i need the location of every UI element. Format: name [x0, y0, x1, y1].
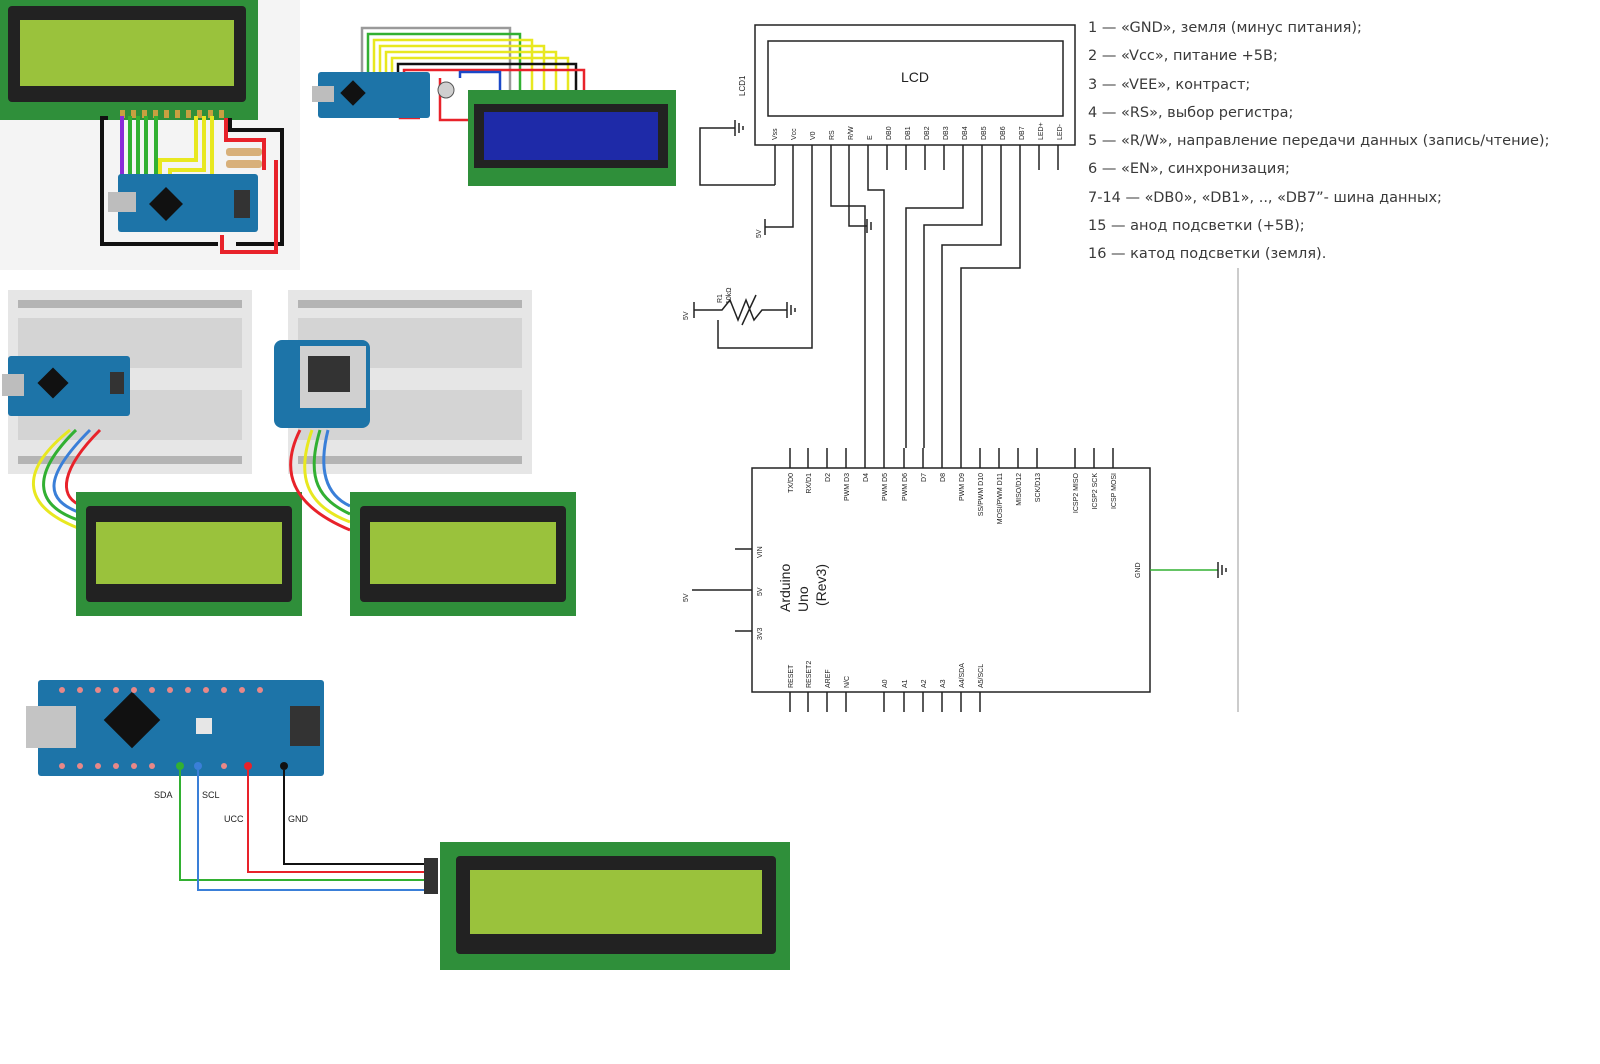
breadboard-i2c-left	[2, 290, 302, 616]
parallel-wiring-blue-lcd	[312, 26, 676, 186]
arduino-title-line-2: Uno	[795, 586, 811, 612]
lcd-pin-label: DB5	[981, 126, 988, 140]
label-scl: SCL	[202, 790, 220, 800]
arduino-bottom-pin-label: RESET	[788, 664, 795, 688]
lcd-pin-label: V0	[810, 131, 817, 140]
arduino-top-pin-label: ICSP2 SCK	[1092, 473, 1099, 510]
arduino-top-pin-labels: TX/D0 RX/D1 D2 PWM D3 D4 PWM D5 PWM D6 D7 D8 PWM …	[788, 472, 1118, 524]
arduino-top-pin-label: SCK/D13	[1035, 473, 1042, 502]
arduino-pin-gnd: GND	[1135, 562, 1142, 578]
arduino-bottom-pin-label: A2	[921, 679, 928, 688]
lcd-pin-label: DB0	[886, 126, 893, 140]
arduino-pin-5v: 5V	[757, 587, 764, 596]
arduino-top-pin-label: RX/D1	[806, 473, 813, 494]
lcd-pin-label: R/W	[848, 126, 855, 140]
label-ucc: UCC	[224, 814, 244, 824]
arduino-top-pin-label: D4	[863, 473, 870, 482]
arduino-top-pin-label: ICSP2 MISO	[1073, 472, 1080, 513]
arduino-top-pin-label: PWM D3	[844, 473, 851, 501]
arduino-top-pin-label: D7	[921, 473, 928, 482]
resistor-value: 10kΩ	[726, 287, 733, 304]
schematic	[692, 24, 1239, 712]
arduino-top-pin-label: PWM D9	[959, 473, 966, 501]
pin-description: 15 — анод подсветки (+5В);	[1088, 218, 1305, 235]
arduino-title-line-1: Arduino	[777, 564, 793, 612]
pin-description: 7-14 — «DB0», «DB1», .., «DB7”- шина дан…	[1088, 189, 1442, 206]
schematic-labels: LCD LCD1 Vss Vcc V0 RS R/W E DB0 DB1 DB2 DB3 DB4 DB…	[683, 69, 1142, 688]
arduino-top-pin-label: D8	[940, 473, 947, 482]
label-sda: SDA	[154, 790, 173, 800]
arduino-pin-vin: VIN	[757, 546, 764, 558]
lcd-ref: LCD1	[738, 75, 747, 96]
pin-description: 3 — «VEE», контраст;	[1088, 76, 1251, 93]
supply-label-arduino: 5V	[683, 593, 690, 602]
arduino-top-pin-label: ICSP MOSI	[1111, 473, 1118, 509]
arduino-bottom-pin-label: A1	[902, 679, 909, 688]
lcd-pin-label: DB7	[1019, 126, 1026, 140]
lcd-pin-label: DB6	[1000, 126, 1007, 140]
arduino-top-pin-label: MOSI/PWM D11	[997, 473, 1004, 524]
arduino-top-pin-label: D2	[825, 473, 832, 482]
pin-description: 1 — «GND», земля (минус питания);	[1088, 20, 1362, 36]
lcd-pin-label: DB4	[962, 126, 969, 140]
lcd-pin-label: RS	[829, 130, 836, 140]
lcd-pin-label: LED-	[1057, 123, 1064, 140]
resistor-ref: R1	[717, 294, 724, 303]
arduino-bottom-pin-label: A3	[940, 679, 947, 688]
arduino-bottom-pin-label: A0	[882, 679, 889, 688]
arduino-bottom-pin-labels: RESET RESET2 AREF N/C A0 A1 A2 A3 A4/SDA A5/SCL	[788, 661, 985, 688]
arduino-top-pin-label: PWM D6	[902, 473, 909, 501]
parallel-wiring-illustration	[0, 0, 300, 270]
lcd-pin-description-list: 1 — «GND», земля (минус питания); 2 — «V…	[1088, 14, 1549, 269]
lcd-pin-label: Vcc	[791, 128, 798, 140]
arduino-bottom-pin-label: A5/SCL	[978, 664, 985, 688]
arduino-top-pin-label: TX/D0	[788, 473, 795, 493]
supply-label-vcc: 5V	[756, 229, 763, 238]
pin-description: 4 — «RS», выбор регистра;	[1088, 104, 1294, 121]
lcd-title: LCD	[901, 69, 929, 85]
pin-description: 6 — «EN», синхронизация;	[1088, 161, 1290, 178]
breadboard-i2c-right	[274, 290, 576, 616]
arduino-top-pin-label: MISO/D12	[1016, 473, 1023, 506]
lcd-pin-label: Vss	[772, 128, 779, 140]
arduino-title: Arduino Uno (Rev3)	[777, 564, 829, 612]
supply-label-pot: 5V	[683, 311, 690, 320]
lcd-pin-label: E	[867, 135, 874, 140]
arduino-bottom-pin-label: RESET2	[806, 661, 813, 688]
lcd-pin-label: DB3	[943, 126, 950, 140]
arduino-title-line-3: (Rev3)	[813, 564, 829, 606]
lcd-pin-labels: Vss Vcc V0 RS R/W E DB0 DB1 DB2 DB3 DB4 DB5 DB6 DB7 LE…	[772, 122, 1064, 140]
lcd-pin-label: DB2	[924, 126, 931, 140]
arduino-bottom-pin-label: N/C	[844, 676, 851, 688]
pin-description: 16 — катод подсветки (земля).	[1088, 246, 1327, 263]
arduino-pin-3v3: 3V3	[757, 627, 764, 640]
nano-i2c-wiring: SDA SCL UCC GND	[26, 680, 790, 970]
pin-description: 5 — «R/W», направление передачи данных (…	[1088, 133, 1550, 150]
arduino-top-pin-label: SS/PWM D10	[978, 473, 985, 516]
label-gnd: GND	[288, 814, 309, 824]
lcd-pin-label: DB1	[905, 126, 912, 140]
arduino-top-pin-label: PWM D5	[882, 473, 889, 501]
arduino-bottom-pin-label: AREF	[825, 669, 832, 688]
pin-description: 2 — «Vcc», питание +5В;	[1088, 48, 1278, 65]
arduino-bottom-pin-label: A4/SDA	[959, 663, 966, 688]
lcd-pin-label: LED+	[1038, 122, 1045, 140]
